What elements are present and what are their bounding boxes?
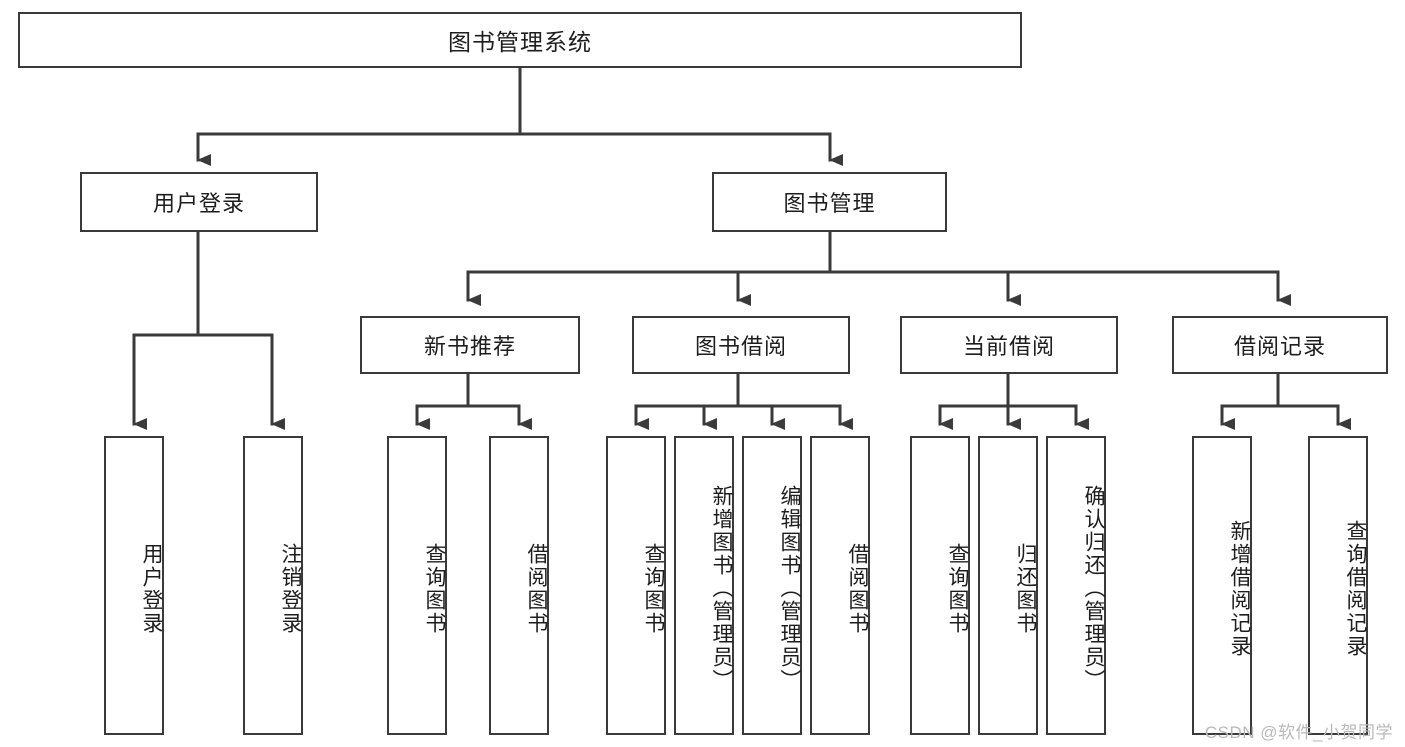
node-label: 新增图书（管理员） — [710, 485, 733, 692]
watermark: CSDN @软件_小贺同学 — [1204, 723, 1393, 742]
leaf-query-book-current[interactable]: 查询图书 — [910, 436, 970, 735]
node-label: 查询图书 — [642, 542, 665, 635]
leaf-user-login[interactable]: 用户登录 — [104, 436, 164, 735]
node-label: 用户登录 — [140, 542, 163, 635]
node-label: 新书推荐 — [423, 334, 516, 359]
node-book-management-system[interactable]: 图书管理系统 — [18, 12, 1022, 68]
leaf-confirm-return-admin[interactable]: 确认归还（管理员） — [1046, 436, 1106, 735]
node-label: 用户登录 — [152, 191, 245, 216]
node-label: 借阅图书 — [846, 542, 869, 635]
leaf-logout[interactable]: 注销登录 — [243, 436, 303, 735]
node-user-login[interactable]: 用户登录 — [80, 172, 318, 232]
node-label: 归还图书 — [1014, 542, 1037, 635]
node-book-borrow[interactable]: 图书借阅 — [632, 316, 850, 374]
node-label: 新增借阅记录 — [1228, 519, 1251, 658]
node-label: 借阅记录 — [1233, 334, 1326, 359]
leaf-return-book[interactable]: 归还图书 — [978, 436, 1038, 735]
node-borrow-record[interactable]: 借阅记录 — [1172, 316, 1388, 374]
node-label: 注销登录 — [279, 542, 302, 635]
leaf-edit-book-admin[interactable]: 编辑图书（管理员） — [742, 436, 802, 735]
leaf-borrow-book-new-recommend[interactable]: 借阅图书 — [489, 436, 549, 735]
node-new-book-recommend[interactable]: 新书推荐 — [360, 316, 580, 374]
node-label: 确认归还（管理员） — [1082, 485, 1105, 692]
leaf-borrow-book[interactable]: 借阅图书 — [810, 436, 870, 735]
node-label: 查询图书 — [946, 542, 969, 635]
node-label: 查询图书 — [423, 542, 446, 635]
leaf-query-borrow-record[interactable]: 查询借阅记录 — [1308, 436, 1368, 735]
node-label: 借阅图书 — [525, 542, 548, 635]
node-label: 图书管理系统 — [448, 29, 592, 55]
node-label: 编辑图书（管理员） — [778, 485, 801, 692]
node-label: 图书借阅 — [694, 334, 787, 359]
node-label: 当前借阅 — [962, 334, 1055, 359]
node-current-borrow[interactable]: 当前借阅 — [900, 316, 1118, 374]
leaf-add-book-admin[interactable]: 新增图书（管理员） — [674, 436, 734, 735]
node-label: 图书管理 — [783, 191, 876, 216]
node-book-management[interactable]: 图书管理 — [712, 172, 947, 232]
node-label: 查询借阅记录 — [1344, 519, 1367, 658]
leaf-query-book-new-recommend[interactable]: 查询图书 — [387, 436, 447, 735]
leaf-query-book-borrow[interactable]: 查询图书 — [606, 436, 666, 735]
leaf-add-borrow-record[interactable]: 新增借阅记录 — [1192, 436, 1252, 735]
